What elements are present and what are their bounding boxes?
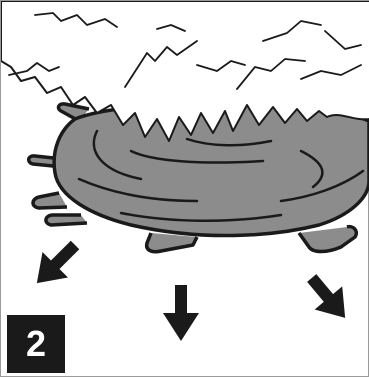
- handle-loop-icon: [46, 215, 87, 225]
- arrow-down-left-icon: [24, 232, 88, 296]
- arrow-down-icon: [163, 285, 199, 341]
- arrow-down-right-icon: [298, 266, 359, 329]
- step-number-badge: 2: [7, 315, 65, 373]
- handle-loop-icon: [299, 227, 356, 252]
- handle-loop-icon: [33, 193, 67, 208]
- handle-loop-icon: [147, 233, 197, 252]
